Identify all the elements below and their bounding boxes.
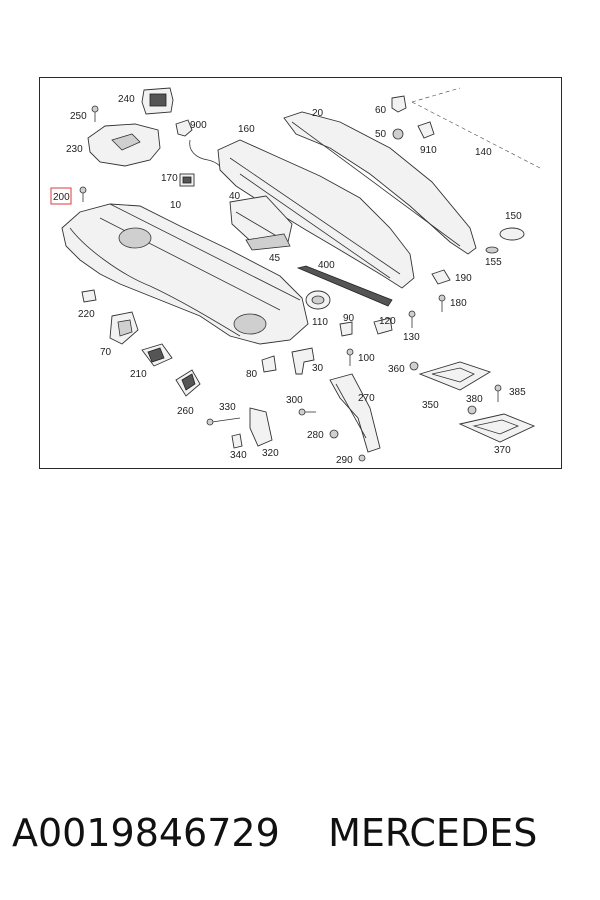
callout-70: 70	[100, 347, 112, 358]
part-110-speaker[interactable]	[305, 290, 331, 310]
part-60-clip[interactable]	[391, 95, 407, 113]
part-100-bolt[interactable]	[346, 348, 354, 366]
callout-230: 230	[66, 144, 83, 155]
part-50-nut[interactable]	[392, 128, 404, 140]
part-350-bracket[interactable]	[418, 361, 492, 391]
part-340-clip[interactable]	[231, 433, 243, 449]
callout-240: 240	[118, 94, 135, 105]
part-70-vent[interactable]	[109, 311, 139, 345]
callout-155: 155	[485, 257, 502, 268]
part-300-screw[interactable]	[298, 408, 316, 416]
callout-10: 10	[170, 200, 182, 211]
callout-200: 200	[53, 192, 70, 203]
part-150-grommet[interactable]	[499, 227, 525, 241]
part-120-knob[interactable]	[373, 317, 393, 335]
callout-220: 220	[78, 309, 95, 320]
part-200-screw[interactable]	[79, 186, 87, 202]
part-45-liner[interactable]	[245, 233, 291, 251]
part-230-cover[interactable]	[87, 123, 161, 167]
part-250-screw[interactable]	[91, 105, 99, 122]
part-130-bolt[interactable]	[408, 310, 416, 328]
callout-45: 45	[269, 253, 281, 264]
callout-90: 90	[343, 313, 355, 324]
part-385-bolt[interactable]	[494, 384, 502, 402]
callout-270: 270	[358, 393, 375, 404]
callout-210: 210	[130, 369, 147, 380]
part-140-line	[411, 87, 541, 169]
part-290-clip[interactable]	[358, 454, 366, 462]
caption-separator	[280, 811, 328, 855]
callout-140: 140	[475, 147, 492, 158]
part-90-clip[interactable]	[339, 321, 353, 337]
callout-400: 400	[318, 260, 335, 271]
callout-170: 170	[161, 173, 178, 184]
callout-260: 260	[177, 406, 194, 417]
part-900-clip[interactable]	[175, 119, 193, 137]
callout-350: 350	[422, 400, 439, 411]
part-20-top-cover[interactable]	[283, 111, 477, 255]
part-30-bracket[interactable]	[291, 347, 315, 375]
part-320-bracket[interactable]	[249, 407, 273, 447]
exploded-parts-diagram: 240 250 900 160 20 60 50 910 140 230 170…	[50, 87, 541, 466]
part-400-strip[interactable]	[296, 265, 393, 307]
callout-340: 340	[230, 450, 247, 461]
part-240-switch[interactable]	[141, 87, 174, 115]
callout-80: 80	[246, 369, 258, 380]
callout-40: 40	[229, 191, 241, 202]
part-10-dashboard[interactable]	[61, 203, 309, 345]
diagram-frame: 240 250 900 160 20 60 50 910 140 230 170…	[39, 77, 562, 469]
callout-190: 190	[455, 273, 472, 284]
callout-330: 330	[219, 402, 236, 413]
callout-380: 380	[466, 394, 483, 405]
part-380-nut[interactable]	[467, 405, 477, 415]
part-330-screw[interactable]	[206, 417, 241, 426]
callout-110: 110	[312, 317, 328, 328]
part-360-nut[interactable]	[409, 361, 419, 371]
part-number: A0019846729	[12, 811, 280, 855]
part-caption: A0019846729 MERCEDES	[12, 808, 592, 858]
callout-300: 300	[286, 395, 303, 406]
callout-180: 180	[450, 298, 467, 309]
callout-150: 150	[505, 211, 522, 222]
callout-160: 160	[238, 124, 255, 135]
highlight-box-200	[50, 187, 72, 205]
callout-250: 250	[70, 111, 87, 122]
callout-120: 120	[379, 316, 396, 327]
callout-290: 290	[336, 455, 353, 466]
callout-385: 385	[509, 387, 526, 398]
part-210-vent[interactable]	[141, 343, 173, 367]
part-190-bracket[interactable]	[431, 269, 451, 285]
part-370-plate[interactable]	[458, 413, 536, 443]
part-155-washer[interactable]	[485, 246, 499, 254]
part-180-bolt[interactable]	[438, 294, 446, 312]
part-280-clip[interactable]	[329, 429, 339, 439]
callout-280: 280	[307, 430, 324, 441]
callout-130: 130	[403, 332, 420, 343]
callout-910: 910	[420, 145, 437, 156]
part-220-clip[interactable]	[81, 289, 97, 303]
callout-50: 50	[375, 129, 387, 140]
callout-60: 60	[375, 105, 387, 116]
part-80-clip[interactable]	[261, 355, 277, 373]
callout-900: 900	[190, 120, 207, 131]
callout-100: 100	[358, 353, 375, 364]
callout-320: 320	[262, 448, 279, 459]
part-270-support[interactable]	[329, 373, 381, 453]
callout-370: 370	[494, 445, 511, 456]
callout-360: 360	[388, 364, 405, 375]
callout-20: 20	[312, 108, 324, 119]
part-910-clip[interactable]	[417, 121, 435, 139]
callout-labels: 240 250 900 160 20 60 50 910 140 230 170…	[50, 94, 526, 466]
part-260-vent[interactable]	[175, 369, 201, 397]
part-160-cross-beam[interactable]	[217, 139, 415, 289]
callout-30: 30	[312, 363, 324, 374]
brand-name: MERCEDES	[328, 811, 538, 855]
